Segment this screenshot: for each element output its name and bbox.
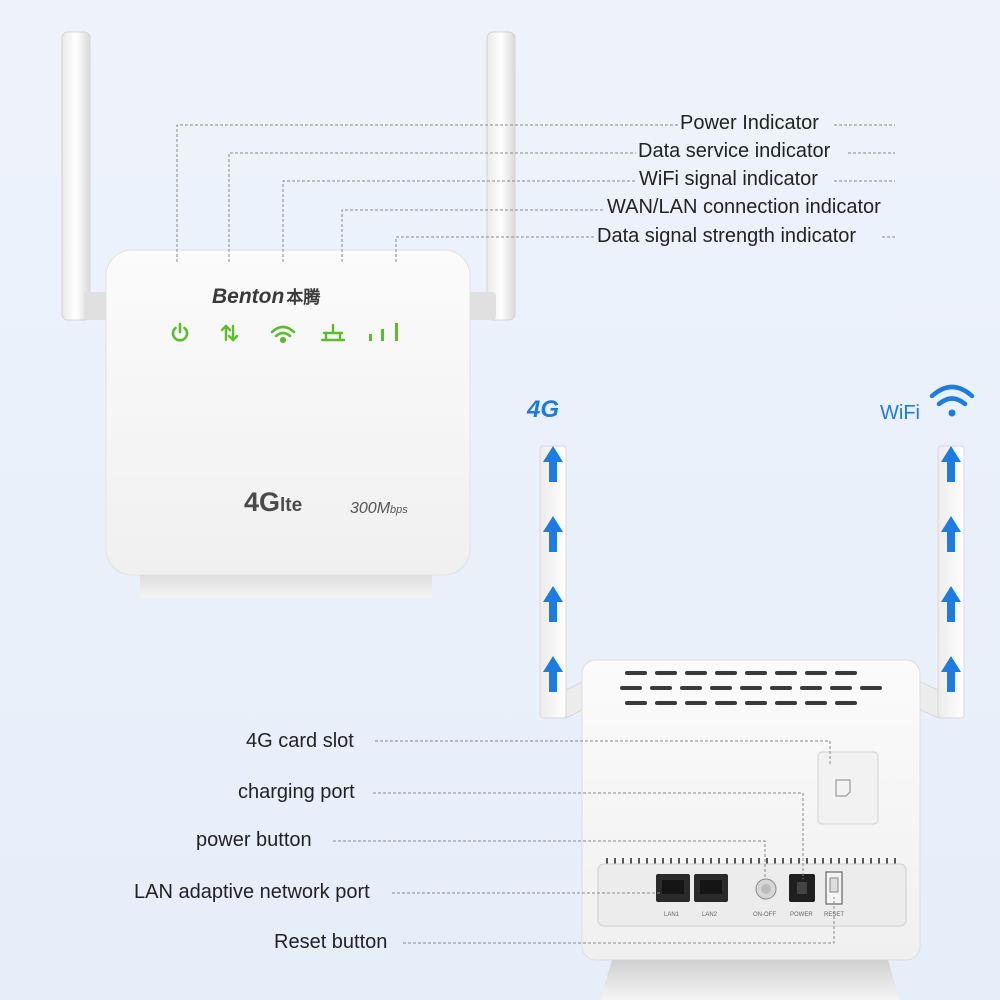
sim-slot — [817, 751, 879, 825]
up-arrow-icon — [941, 586, 961, 622]
up-arrow-icon — [941, 656, 961, 692]
port-label-reset: RESET — [824, 912, 845, 918]
right-antenna — [486, 31, 516, 321]
port-label-power: POWER — [790, 912, 813, 918]
wan-lan-led-icon — [320, 323, 346, 342]
port-label-lan2: LAN2 — [702, 912, 718, 918]
callout-power-button: power button — [196, 829, 312, 851]
callout-4g-card-slot: 4G card slot — [246, 730, 354, 752]
callout-wan-lan-indicator: WAN/LAN connection indicator — [607, 196, 881, 218]
callout-charging-port: charging port — [238, 781, 355, 803]
antenna-label-wifi: WiFi — [880, 402, 920, 424]
speed-main-text: 300M — [350, 500, 391, 517]
badge-lte-text: lte — [280, 495, 303, 516]
callout-power-indicator: Power Indicator — [680, 112, 819, 134]
4g-lte-badge: 4Glte — [244, 487, 302, 518]
callout-data-service-indicator: Data service indicator — [638, 140, 831, 162]
up-arrow-icon — [941, 446, 961, 482]
up-arrow-icon — [543, 586, 563, 622]
brand-name: Benton — [212, 285, 285, 308]
back-stand — [600, 960, 900, 1000]
front-body — [105, 249, 471, 576]
wifi-led-icon — [270, 325, 296, 344]
speed-badge: 300Mbps — [350, 500, 408, 518]
up-arrow-icon — [941, 516, 961, 552]
signal-strength-led-icon — [369, 323, 398, 341]
data-service-led-icon — [220, 324, 239, 342]
badge-4g-text: 4G — [244, 487, 281, 517]
front-router — [61, 31, 516, 598]
back-router — [539, 445, 965, 1000]
brand-chinese: 本腾 — [286, 288, 321, 307]
callout-lan-port: LAN adaptive network port — [134, 881, 370, 903]
port-label-lan1: LAN1 — [664, 912, 680, 918]
up-arrow-icon — [543, 516, 563, 552]
callout-wifi-signal-indicator: WiFi signal indicator — [639, 168, 818, 190]
port-label-onoff: ON-OFF — [753, 912, 776, 918]
back-leader-lines — [333, 740, 835, 944]
speed-unit-text: bps — [390, 504, 408, 516]
power-led-icon — [171, 322, 189, 342]
left-antenna — [61, 31, 91, 321]
up-arrow-icon — [543, 446, 563, 482]
antenna-label-4g: 4G — [527, 396, 560, 423]
callout-signal-strength-indicator: Data signal strength indicator — [597, 225, 857, 247]
callout-reset-button: Reset button — [274, 931, 388, 953]
wifi-icon — [929, 384, 975, 417]
up-arrow-icon — [543, 656, 563, 692]
top-leader-lines — [176, 124, 895, 262]
